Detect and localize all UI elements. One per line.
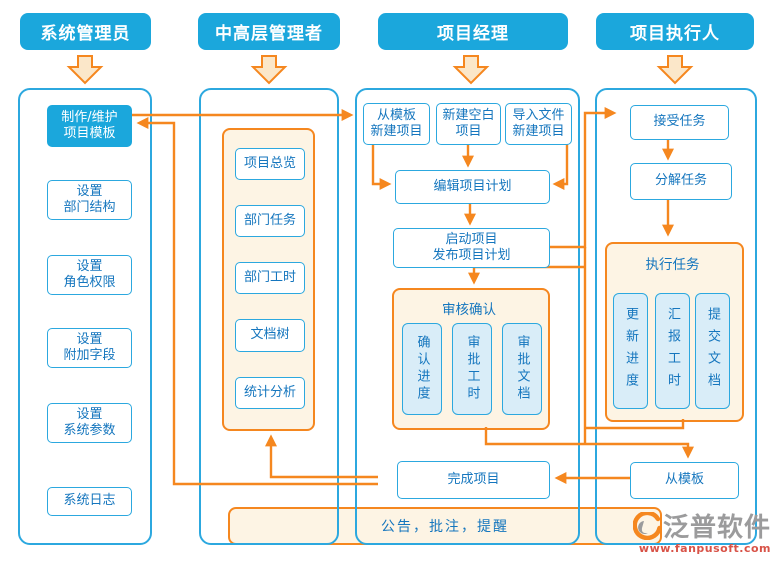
header-down-arrow-executor <box>656 55 694 85</box>
connector-finish-to-overview-group <box>265 434 378 479</box>
node-set-department: 设置 部门结构 <box>47 180 132 220</box>
node-label: 编辑项目计划 <box>433 178 512 194</box>
node-label: 部门工时 <box>243 269 296 285</box>
node-decompose-task: 分解任务 <box>630 163 732 200</box>
review-group-title: 审核确认 <box>392 298 546 318</box>
node-accept-task: 接受任务 <box>630 105 729 140</box>
group-title-label: 审核确认 <box>442 302 496 318</box>
header-pm: 项目经理 <box>378 13 568 50</box>
header-management-label: 中高层管理者 <box>215 24 323 44</box>
node-label: 确认进度 <box>414 335 430 403</box>
header-down-arrow-pm <box>452 55 490 85</box>
node-launch-project: 启动项目 发布项目计划 <box>393 228 550 268</box>
header-admin-label: 系统管理员 <box>40 24 131 44</box>
node-confirm-progress: 确认进度 <box>402 323 442 415</box>
node-document-tree: 文档树 <box>235 319 305 352</box>
node-edit-plan: 编辑项目计划 <box>395 170 550 204</box>
node-label: 新建项目 <box>512 124 565 139</box>
node-system-log: 系统日志 <box>47 487 132 516</box>
header-down-arrow-admin <box>66 55 104 85</box>
node-create-import: 导入文件 新建项目 <box>505 103 572 145</box>
node-label: 更新进度 <box>623 307 638 395</box>
column-admin-container <box>18 88 152 545</box>
exec-group-title: 执行任务 <box>605 253 740 273</box>
node-create-blank: 新建空白 项目 <box>436 103 501 145</box>
node-from-template: 从模板 <box>630 462 739 499</box>
node-label: 审批工时 <box>464 335 480 403</box>
header-management: 中高层管理者 <box>198 13 340 50</box>
column-pm-container <box>355 88 580 545</box>
node-finish-project: 完成项目 <box>397 461 550 499</box>
node-label: 发布项目计划 <box>432 248 511 263</box>
node-label: 角色权限 <box>63 275 116 290</box>
node-report-hours: 汇报工时 <box>655 293 690 409</box>
node-label: 汇报工时 <box>665 307 680 395</box>
group-title-label: 执行任务 <box>645 257 700 273</box>
announcement-bar: 公告，批注，提醒 <box>228 507 662 545</box>
node-label: 完成项目 <box>447 471 500 487</box>
node-label: 新建空白 <box>442 107 495 123</box>
node-label: 文档树 <box>250 327 290 343</box>
node-label: 从模板 <box>664 472 704 488</box>
node-set-fields: 设置 附加字段 <box>47 328 132 368</box>
node-create-from-template: 从模板 新建项目 <box>363 103 430 145</box>
node-label: 附加字段 <box>63 348 116 363</box>
connector-trunk-to-review <box>468 265 585 285</box>
header-pm-label: 项目经理 <box>437 24 509 44</box>
node-label: 统计分析 <box>243 384 296 400</box>
node-label: 系统日志 <box>63 493 116 509</box>
node-label: 设置 <box>76 406 103 422</box>
header-executor-label: 项目执行人 <box>630 24 720 44</box>
node-approve-hours: 审批工时 <box>452 323 492 415</box>
header-admin: 系统管理员 <box>20 13 151 50</box>
connector-exec-to-trunk <box>586 419 685 430</box>
connector-finish-to-template-maintain <box>136 117 378 486</box>
node-label: 设置 <box>76 258 103 274</box>
node-set-params: 设置 系统参数 <box>47 403 132 443</box>
connector-create-template-to-edit <box>371 143 392 190</box>
header-down-arrow-management <box>250 55 288 85</box>
node-label: 设置 <box>76 331 103 347</box>
node-label: 部门结构 <box>63 200 116 215</box>
node-submit-documents: 提交文档 <box>695 293 730 409</box>
connector-create-import-to-edit <box>552 143 569 190</box>
node-statistics: 统计分析 <box>235 377 305 409</box>
node-label: 项目 <box>455 124 482 139</box>
node-label: 接受任务 <box>653 114 706 130</box>
node-label: 设置 <box>76 183 103 199</box>
node-set-roles: 设置 角色权限 <box>47 255 132 295</box>
column-executor-container <box>595 88 757 545</box>
node-label: 部门任务 <box>243 212 296 228</box>
connector-launch-to-accept <box>548 107 617 249</box>
column-management-container <box>199 88 339 545</box>
node-label: 新建项目 <box>370 124 423 139</box>
node-department-tasks: 部门任务 <box>235 205 305 237</box>
node-label: 从模板 <box>376 107 416 123</box>
node-maintain-template: 制作/维护 项目模板 <box>47 105 132 147</box>
header-executor: 项目执行人 <box>596 13 754 50</box>
node-label: 提交文档 <box>705 307 720 395</box>
connector-review-to-from-template <box>484 427 694 459</box>
announcement-text: 公告，批注，提醒 <box>381 519 509 535</box>
node-label: 项目总览 <box>243 155 296 171</box>
node-label: 制作/维护 <box>61 109 118 125</box>
node-department-hours: 部门工时 <box>235 262 305 294</box>
node-approve-documents: 审批文档 <box>502 323 542 415</box>
node-label: 项目模板 <box>63 126 116 141</box>
node-label: 系统参数 <box>63 423 116 438</box>
node-project-overview: 项目总览 <box>235 148 305 180</box>
node-update-progress: 更新进度 <box>613 293 648 409</box>
node-label: 导入文件 <box>512 107 565 123</box>
node-label: 审批文档 <box>514 335 530 403</box>
node-label: 启动项目 <box>445 231 498 247</box>
node-label: 分解任务 <box>654 173 707 189</box>
